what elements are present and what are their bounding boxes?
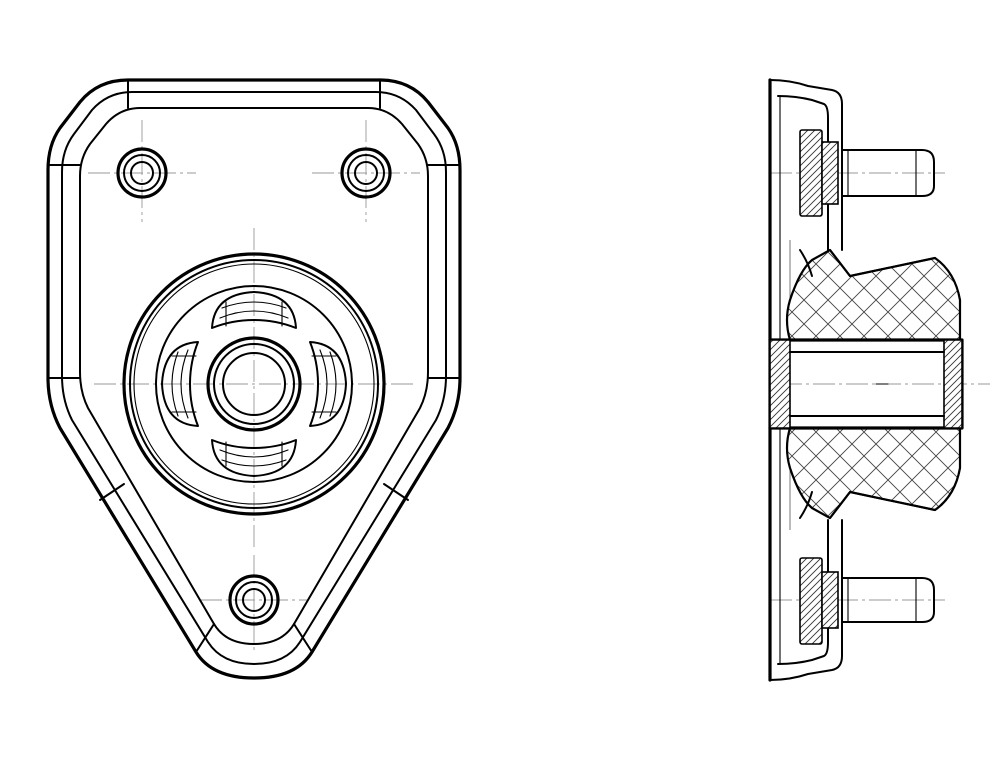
bushing-lug-bottom <box>211 439 297 477</box>
plate-flange <box>61 91 447 665</box>
plate-outline <box>46 78 462 680</box>
mounting-hole-top-right <box>340 147 392 199</box>
plate-face <box>79 107 429 645</box>
bushing-lug-top <box>211 291 297 329</box>
central-bushing <box>122 252 386 516</box>
bushing-lug-right <box>309 341 347 427</box>
front-view <box>46 78 462 680</box>
upper-stud <box>799 129 935 217</box>
centerlines <box>88 120 420 650</box>
lower-stud <box>799 557 935 645</box>
rubber-element-section <box>785 248 962 520</box>
side-section-view <box>768 78 990 682</box>
mounting-hole-top-left <box>116 147 168 199</box>
mounting-hole-bottom <box>228 574 280 626</box>
bushing-lug-left <box>161 341 199 427</box>
inner-sleeve <box>768 338 964 430</box>
